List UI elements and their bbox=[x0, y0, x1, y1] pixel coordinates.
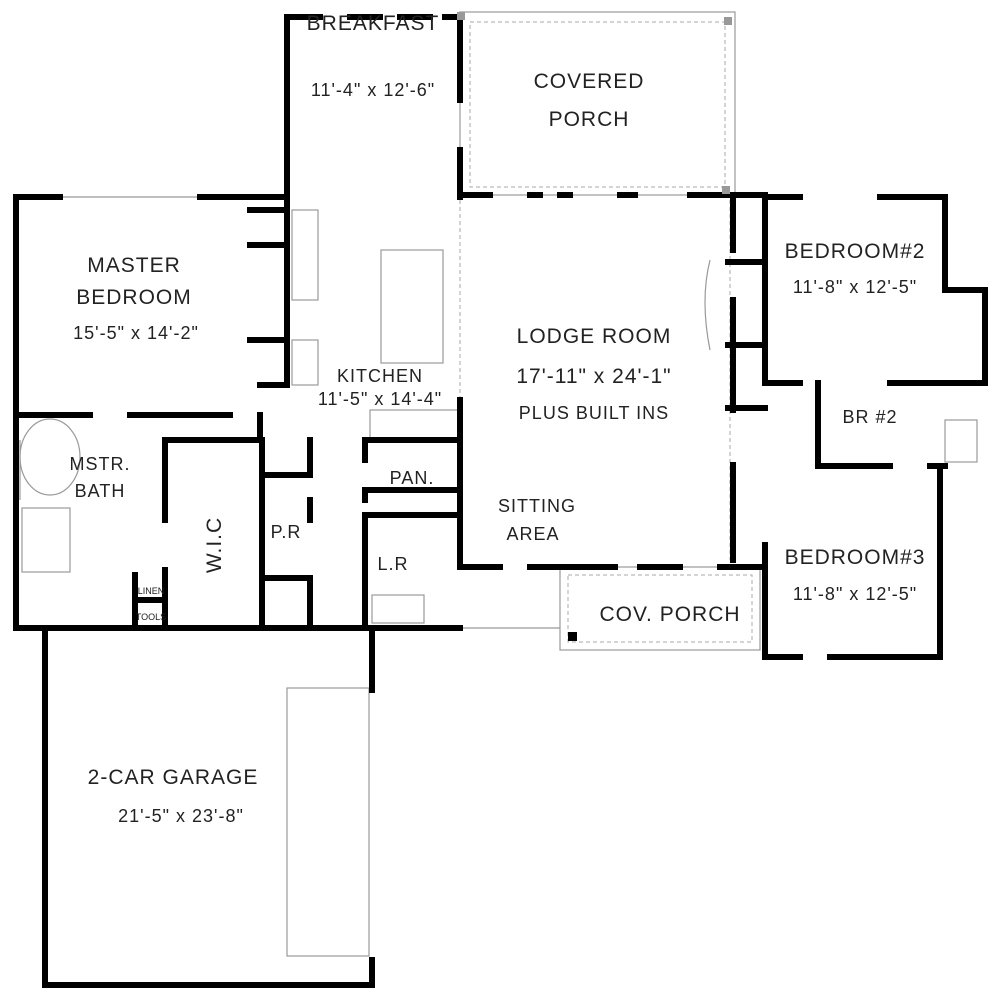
linen-label: LINEN bbox=[138, 586, 165, 596]
kitchen-dims: 11'-5" x 14'-4" bbox=[318, 389, 442, 409]
thin-lines bbox=[19, 11, 978, 957]
tools-label: TOOLS bbox=[136, 612, 166, 622]
master-bath-label-1: MSTR. bbox=[70, 454, 131, 474]
room-labels: BREAKFAST 11'-4" x 12'-6" COVERED PORCH … bbox=[70, 12, 926, 826]
garage-label: 2-CAR GARAGE bbox=[88, 766, 259, 789]
walls bbox=[13, 14, 988, 988]
master-bedroom-dims: 15'-5" x 14'-2" bbox=[73, 323, 199, 343]
kitchen-label: KITCHEN bbox=[337, 366, 423, 386]
bedroom2-dims: 11'-8" x 12'-5" bbox=[793, 277, 917, 297]
lodge-room-note: PLUS BUILT INS bbox=[519, 403, 669, 423]
cov-porch-label: COV. PORCH bbox=[599, 603, 740, 626]
covered-porch-label-1: COVERED bbox=[534, 70, 645, 93]
bath2-label: BR #2 bbox=[842, 407, 897, 427]
master-bedroom-label-2: BEDROOM bbox=[76, 286, 192, 309]
master-bedroom-label-1: MASTER bbox=[87, 254, 181, 277]
lodge-room-label: LODGE ROOM bbox=[517, 325, 672, 348]
breakfast-dims: 11'-4" x 12'-6" bbox=[311, 80, 435, 100]
laundry-label: L.R bbox=[377, 554, 408, 574]
garage-dims: 21'-5" x 23'-8" bbox=[118, 806, 244, 826]
sitting-area-label-2: AREA bbox=[506, 524, 559, 544]
bedroom3-label: BEDROOM#3 bbox=[785, 546, 926, 569]
covered-porch-label-2: PORCH bbox=[549, 108, 630, 131]
powder-room-label: P.R bbox=[271, 522, 302, 542]
bedroom2-label: BEDROOM#2 bbox=[785, 240, 926, 263]
sitting-area-label-1: SITTING bbox=[498, 496, 576, 516]
master-bath-label-2: BATH bbox=[75, 481, 126, 501]
bedroom3-dims: 11'-8" x 12'-5" bbox=[793, 584, 917, 604]
breakfast-label: BREAKFAST bbox=[307, 12, 440, 35]
posts bbox=[457, 12, 732, 641]
wic-label: W.I.C bbox=[203, 517, 226, 573]
lodge-room-dims: 17'-11" x 24'-1" bbox=[516, 365, 671, 388]
pantry-label: PAN. bbox=[390, 468, 435, 488]
